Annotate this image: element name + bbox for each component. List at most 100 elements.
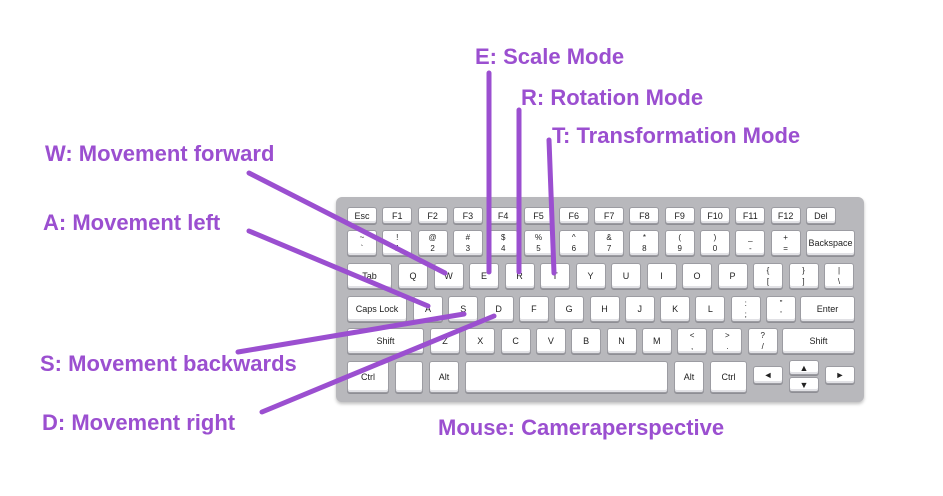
- line-w: [246, 170, 448, 276]
- key-w[interactable]: W: [433, 263, 464, 289]
- key-i[interactable]: I: [646, 263, 677, 289]
- key-g[interactable]: G: [554, 296, 585, 322]
- key-arrow-right[interactable]: ►: [825, 366, 855, 384]
- key-bottom-symbol: \: [837, 277, 841, 286]
- key-symbol-top-0[interactable]: {[: [753, 263, 783, 289]
- key-top-symbol: |: [837, 266, 841, 275]
- key-l[interactable]: L: [695, 296, 726, 322]
- key-symbol-bottom-2[interactable]: ?/: [747, 328, 778, 354]
- key-f9[interactable]: F9: [664, 207, 695, 224]
- key-symbol-top-1[interactable]: }]: [788, 263, 819, 289]
- key-bottom-symbol: ,: [690, 342, 694, 351]
- annotation-d: D: Movement right: [42, 410, 236, 435]
- key-arrow-up[interactable]: ▲: [789, 360, 819, 375]
- key-number-10[interactable]: )0: [700, 230, 730, 256]
- key-top-symbol: $: [500, 233, 506, 242]
- key-b[interactable]: B: [571, 328, 602, 354]
- key-v[interactable]: V: [535, 328, 566, 354]
- key-number-6[interactable]: ^6: [558, 230, 589, 256]
- key-d[interactable]: D: [483, 296, 514, 322]
- key-symbol-home-0[interactable]: :;: [730, 296, 761, 322]
- line-a: [246, 228, 431, 309]
- key-number-7[interactable]: &7: [594, 230, 625, 256]
- annotation-w: W: Movement forward: [45, 141, 275, 166]
- key-e[interactable]: E: [469, 263, 499, 289]
- key-top-symbol: ~: [359, 233, 365, 242]
- key-symbol-bottom-1[interactable]: >.: [712, 328, 743, 354]
- key-bottom-symbol: 7: [606, 244, 612, 253]
- key-number-9[interactable]: (9: [664, 230, 695, 256]
- key-x[interactable]: X: [465, 328, 496, 354]
- key-backspace[interactable]: Backspace: [806, 230, 855, 256]
- key-f7[interactable]: F7: [594, 207, 625, 224]
- key-bottom-symbol: 5: [536, 244, 541, 253]
- key-bottom-symbol: 6: [571, 244, 577, 253]
- key-f1[interactable]: F1: [382, 207, 413, 224]
- key-f[interactable]: F: [518, 296, 549, 322]
- key-f6[interactable]: F6: [558, 207, 589, 224]
- key-f8[interactable]: F8: [629, 207, 660, 224]
- key-number-4[interactable]: $4: [488, 230, 519, 256]
- key-bottom-symbol: ]: [802, 277, 805, 286]
- key-top-symbol: <: [689, 331, 695, 340]
- key-top-symbol: &: [606, 233, 612, 242]
- key-m[interactable]: M: [641, 328, 672, 354]
- key-enter[interactable]: Enter: [800, 296, 855, 322]
- key-f3[interactable]: F3: [452, 207, 483, 224]
- key-number-8[interactable]: *8: [629, 230, 660, 256]
- key-space[interactable]: [465, 361, 668, 393]
- keyboard: EscF1F2F3F4F5F6F7F8F9F10F11F12Del~`!1@2#…: [336, 197, 864, 402]
- key-symbol-bottom-0[interactable]: <,: [677, 328, 708, 354]
- key-bottom-symbol: -: [748, 244, 752, 253]
- key-arrow-left[interactable]: ◄: [753, 366, 783, 384]
- key-h[interactable]: H: [589, 296, 620, 322]
- key-y[interactable]: Y: [575, 263, 606, 289]
- key-alt-left[interactable]: Alt: [429, 361, 459, 393]
- key-q[interactable]: Q: [398, 263, 428, 289]
- key-alt-right[interactable]: Alt: [674, 361, 704, 393]
- key-ctrl-left[interactable]: Ctrl: [347, 361, 389, 393]
- key-j[interactable]: J: [624, 296, 655, 322]
- key-del[interactable]: Del: [805, 207, 836, 224]
- key-top-symbol: ": [779, 299, 783, 308]
- key-top-symbol: !: [396, 233, 399, 242]
- key-u[interactable]: U: [611, 263, 641, 289]
- key-o[interactable]: O: [682, 263, 712, 289]
- key-top-symbol: ): [713, 233, 717, 242]
- key-arrow-down[interactable]: ▼: [789, 377, 819, 392]
- key-f12[interactable]: F12: [770, 207, 801, 224]
- key-top-symbol: @: [428, 233, 437, 242]
- key-number-5[interactable]: %5: [523, 230, 554, 256]
- key-fn-blank[interactable]: [395, 361, 423, 393]
- key-number-3[interactable]: #3: [452, 230, 483, 256]
- key-f2[interactable]: F2: [417, 207, 448, 224]
- key-shift-right[interactable]: Shift: [782, 328, 855, 354]
- key-n[interactable]: N: [606, 328, 637, 354]
- key-esc[interactable]: Esc: [347, 207, 377, 224]
- key-k[interactable]: K: [660, 296, 691, 322]
- key-c[interactable]: C: [500, 328, 531, 354]
- key-bottom-symbol: 2: [430, 244, 435, 253]
- line-t: [546, 137, 557, 276]
- key-bottom-symbol: `: [360, 244, 364, 253]
- key-bottom-symbol: 8: [642, 244, 647, 253]
- key-number-2[interactable]: @2: [417, 230, 448, 256]
- key-top-symbol: ^: [571, 233, 576, 242]
- annotation-r: R: Rotation Mode: [521, 85, 704, 110]
- annotation-s: S: Movement backwards: [40, 351, 297, 376]
- line-d: [259, 313, 497, 415]
- key-caps-lock[interactable]: Caps Lock: [347, 296, 407, 322]
- key-bottom-symbol: /: [761, 342, 764, 351]
- key-p[interactable]: P: [717, 263, 748, 289]
- key-f10[interactable]: F10: [700, 207, 730, 224]
- key-bottom-symbol: .: [726, 342, 729, 351]
- key-number-12[interactable]: +=: [770, 230, 801, 256]
- key-symbol-home-1[interactable]: "': [766, 296, 796, 322]
- key-top-symbol: #: [465, 233, 471, 242]
- key-ctrl-right[interactable]: Ctrl: [710, 361, 747, 393]
- key-f11[interactable]: F11: [735, 207, 766, 224]
- key-symbol-top-2[interactable]: |\: [824, 263, 854, 289]
- annotation-mouse: Mouse: Cameraperspective: [438, 415, 725, 440]
- key-number-11[interactable]: _-: [735, 230, 766, 256]
